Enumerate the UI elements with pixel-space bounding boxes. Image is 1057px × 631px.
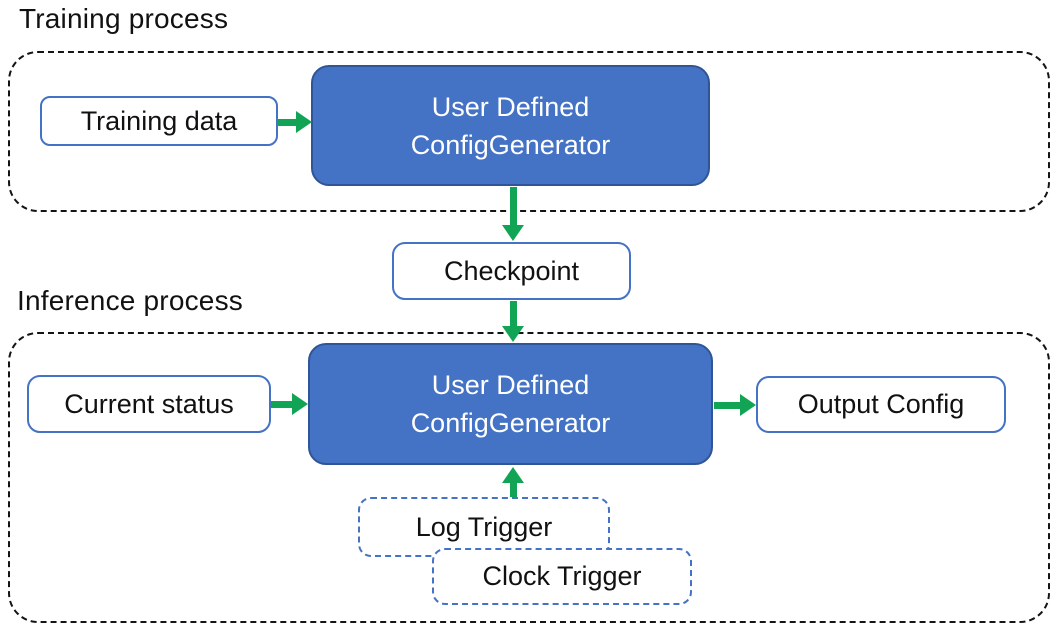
log-trigger-box: Log Trigger	[358, 497, 610, 557]
training-process-container	[8, 51, 1050, 212]
inference-process-container	[8, 332, 1050, 623]
generator-label-line2: ConfigGenerator	[410, 129, 611, 160]
arrow-stem	[277, 118, 298, 126]
arrow-head-right-icon	[292, 393, 308, 415]
arrow-triggers-to-generator	[502, 467, 524, 497]
arrow-head-down-icon	[502, 326, 524, 342]
arrow-head-right-icon	[296, 111, 312, 133]
arrow-checkpoint-to-generator	[502, 301, 524, 342]
arrow-generator-to-output-config	[714, 394, 756, 416]
arrow-stem	[509, 301, 517, 328]
arrow-head-up-icon	[502, 467, 524, 483]
generator-label-line1: User Defined	[431, 91, 590, 122]
arrow-head-right-icon	[740, 394, 756, 416]
arrow-head-down-icon	[502, 225, 524, 241]
arrow-stem	[509, 481, 517, 497]
training-config-generator-box: User Defined ConfigGenerator	[311, 65, 710, 186]
arrow-training-data-to-generator	[277, 111, 312, 133]
arrow-stem	[271, 400, 294, 408]
arrow-stem	[509, 187, 517, 227]
clock-trigger-box: Clock Trigger	[432, 548, 692, 605]
inference-process-label: Inference process	[17, 285, 243, 316]
arrow-generator-to-checkpoint	[502, 187, 524, 241]
training-process-label: Training process	[19, 3, 229, 34]
generator-label-line1: User Defined	[431, 370, 590, 400]
generator-label-line2: ConfigGenerator	[410, 408, 611, 438]
inference-config-generator-box: User Defined ConfigGenerator	[308, 343, 713, 465]
checkpoint-box: Checkpoint	[392, 242, 631, 300]
arrow-stem	[714, 401, 742, 409]
training-data-box: Training data	[40, 96, 278, 146]
current-status-box: Current status	[27, 375, 271, 433]
arrow-current-status-to-generator	[271, 393, 308, 415]
output-config-box: Output Config	[756, 376, 1006, 433]
